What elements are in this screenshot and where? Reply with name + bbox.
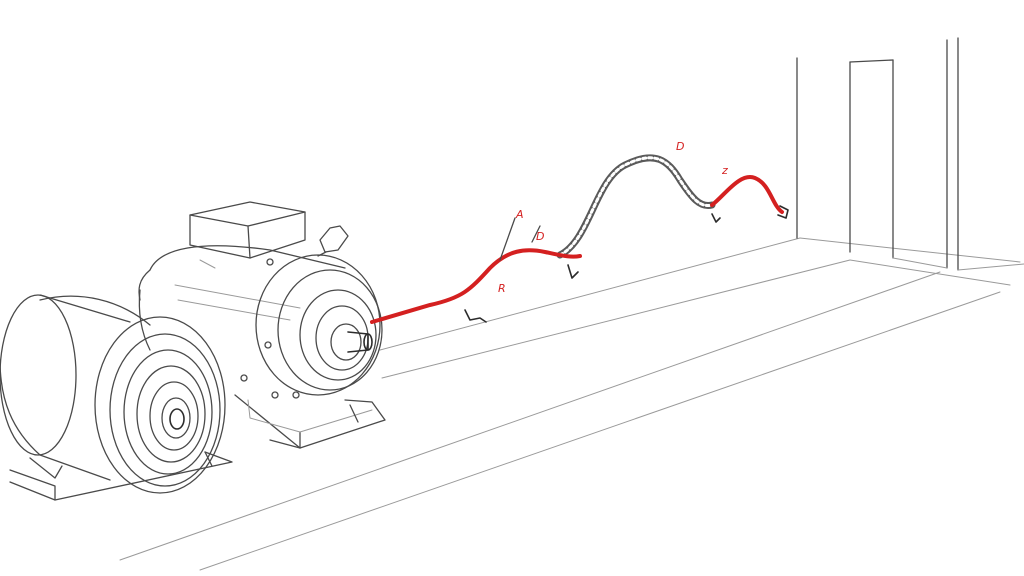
mark-2: D <box>536 230 544 243</box>
wall-doorway <box>796 37 1024 271</box>
cable <box>370 154 789 324</box>
motor-front <box>0 294 233 501</box>
cable-markings: A D R D z <box>498 140 728 295</box>
cable-red-run-1 <box>370 248 582 324</box>
mark-1: A <box>515 208 524 221</box>
mark-5: z <box>721 164 728 177</box>
motor-rear <box>138 201 386 449</box>
mark-3: R <box>498 282 506 295</box>
mark-4: D <box>676 140 684 153</box>
cable-red-run-2 <box>710 175 784 214</box>
floor-lines <box>119 237 1021 571</box>
